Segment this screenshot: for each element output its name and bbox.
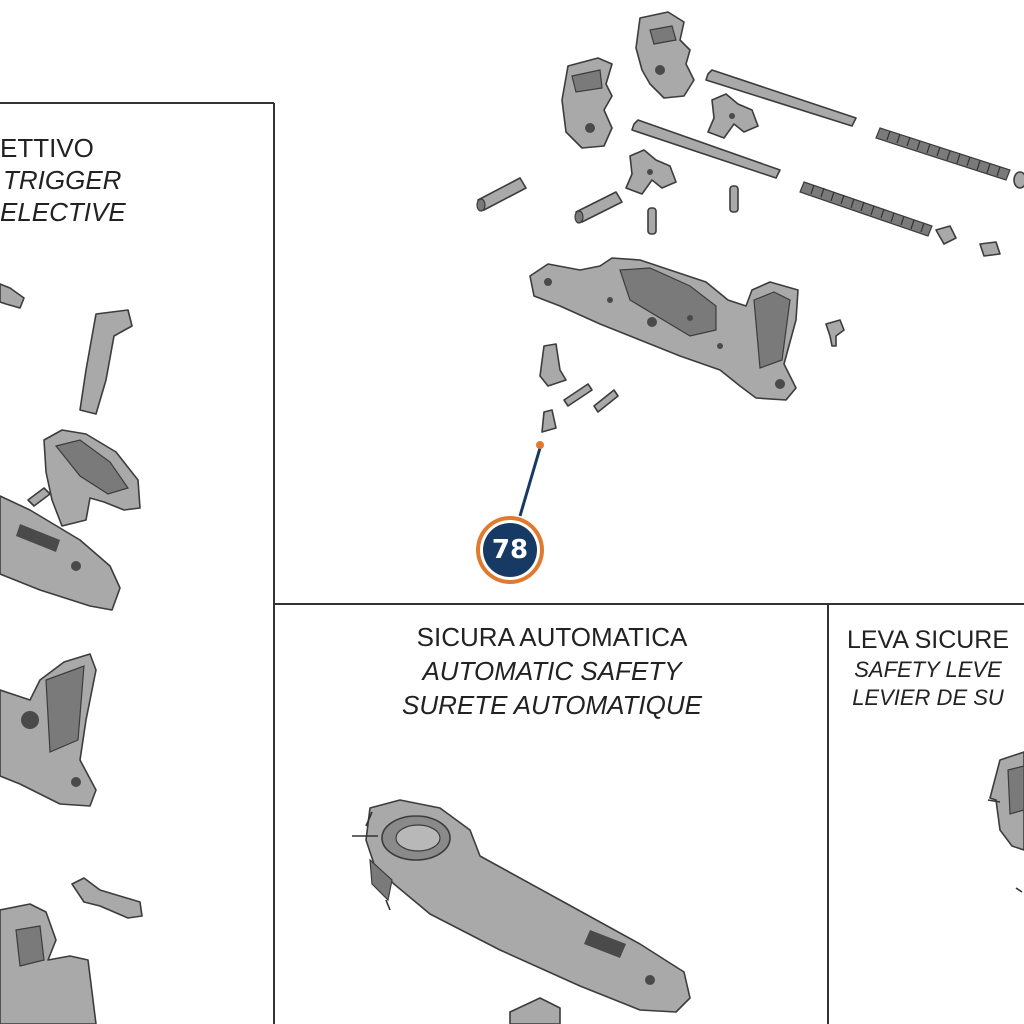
pin-5 <box>563 383 593 407</box>
selective-trigger-parts <box>0 283 143 1024</box>
hammer-part-lower <box>561 57 613 149</box>
automatic-safety-part <box>352 799 691 1024</box>
title-line-french: LEVIER DE SU <box>852 685 1004 710</box>
pin-2 <box>574 191 623 224</box>
receiver-part-left <box>0 903 97 1024</box>
spring-upper <box>875 127 1024 189</box>
sear-part-1 <box>707 93 759 139</box>
title-line-italian: SICURA AUTOMATICA <box>416 622 688 652</box>
plunger-part <box>539 343 567 387</box>
trigger-mechanism-exploded-group <box>476 11 1024 433</box>
title-line-english: TRIGGER <box>3 165 122 195</box>
trigger-plate <box>529 257 799 401</box>
pin-4 <box>729 185 739 213</box>
pin-6 <box>593 389 619 413</box>
spring-lower <box>799 181 1001 257</box>
small-screw <box>825 319 845 347</box>
callout-78 <box>476 441 544 584</box>
panel-title-automatic-safety: SICURA AUTOMATICA AUTOMATIC SAFETY SURET… <box>277 621 827 721</box>
rod-lower <box>631 119 781 179</box>
selector-lever <box>79 309 133 415</box>
detent-part-78 <box>541 409 557 433</box>
sear-part-2 <box>625 149 677 195</box>
callout-number[interactable]: 78 <box>491 535 529 565</box>
pin-3 <box>647 207 657 235</box>
title-line-english: SAFETY LEVE <box>854 657 1002 682</box>
title-line-italian: LEVA SICURE <box>846 626 1010 654</box>
small-lever-left <box>71 877 143 919</box>
title-line-french: ELECTIVE <box>0 197 126 227</box>
panel-title-selective-trigger: ETTIVO TRIGGER ELECTIVE <box>0 132 272 228</box>
hammer-part-upper <box>635 11 695 99</box>
title-line-italian: ETTIVO <box>0 133 94 163</box>
pin-1 <box>476 177 527 212</box>
title-line-french: SURETE AUTOMATIQUE <box>402 690 702 720</box>
rod-upper <box>705 69 857 127</box>
trigger-blade <box>43 429 141 527</box>
panel-borders <box>0 102 1024 1024</box>
panel-title-safety-lever: LEVA SICURE SAFETY LEVE LEVIER DE SU <box>832 624 1024 712</box>
trigger-housing-left <box>0 653 97 807</box>
safety-lever-part <box>987 751 1024 893</box>
title-line-english: AUTOMATIC SAFETY <box>422 656 682 686</box>
safety-arm-left <box>0 495 121 611</box>
left-pin <box>27 487 51 507</box>
